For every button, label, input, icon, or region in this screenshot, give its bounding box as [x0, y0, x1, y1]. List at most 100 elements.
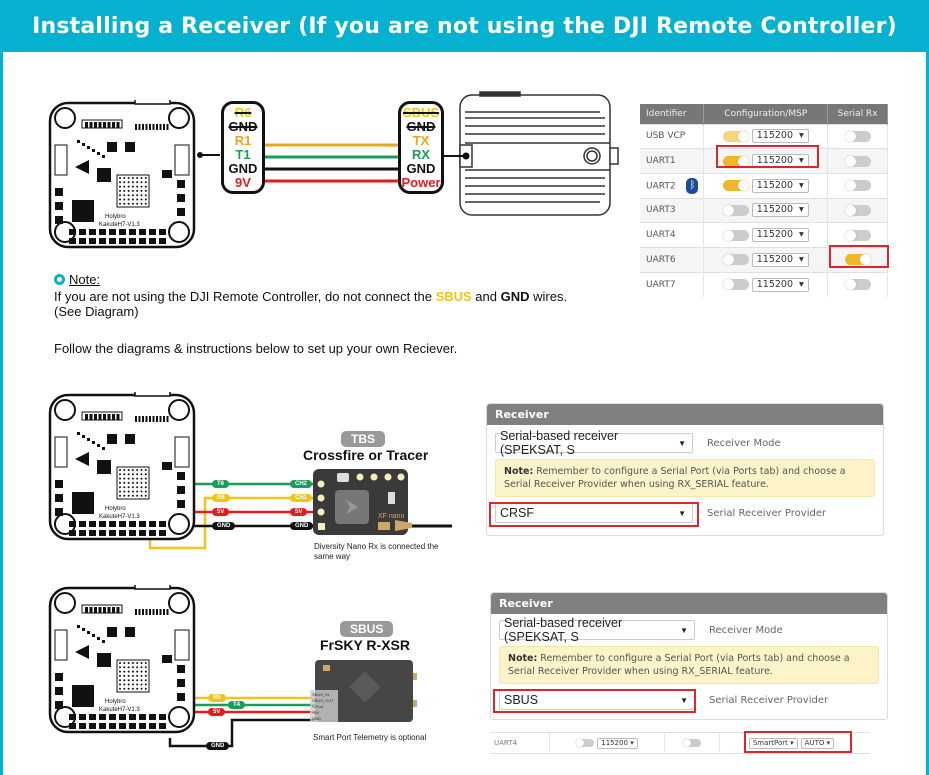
- baud-select[interactable]: 115200 ▾: [751, 178, 809, 193]
- receiver-note: Note: Remember to configure a Serial Por…: [499, 646, 879, 684]
- port-row-uart3: UART3 115200 ▾: [640, 197, 888, 223]
- frsky-wire-label-gnd: GND: [206, 742, 230, 750]
- port-row-uart4: UART4 115200 ▾: [640, 222, 888, 248]
- baud-select[interactable]: 115200 ▾: [751, 129, 809, 144]
- baud-select[interactable]: 115200 ▾: [751, 252, 809, 267]
- note-title: Note:: [69, 272, 101, 287]
- receiver-mode-select[interactable]: Serial-based receiver (SPEKSAT, S▼: [495, 429, 693, 457]
- serial-rx-toggle[interactable]: [844, 254, 871, 266]
- receiver-panel-title: Receiver: [487, 404, 883, 425]
- follow-instructions: Follow the diagrams & instructions below…: [54, 341, 458, 356]
- port-row-uart7: UART7 115200 ▾: [640, 271, 888, 297]
- receiver-mode-select[interactable]: Serial-based receiver (SPEKSAT, S▼: [499, 616, 695, 644]
- svg-text:Holybro: Holybro: [105, 699, 126, 705]
- fc-pin-9v: 9V: [235, 174, 251, 190]
- fc-pin-r6: R6: [234, 104, 252, 120]
- serial-rx-toggle[interactable]: [844, 204, 871, 216]
- svg-text:KakuteH7-V1.3: KakuteH7-V1.3: [99, 514, 140, 520]
- svg-text:KakuteH7-V1.3: KakuteH7-V1.3: [99, 222, 140, 228]
- svg-text:XF nano: XF nano: [378, 513, 405, 520]
- dropdown-arrow-icon: ▼: [678, 438, 686, 448]
- fc-pin-gnd: GND: [228, 160, 258, 176]
- col-configuration-msp: Configuration/MSP: [703, 104, 829, 124]
- port-identifier: UART1: [640, 148, 705, 174]
- col-identifier: Identifier: [640, 104, 705, 124]
- serial-rx-toggle[interactable]: [844, 229, 871, 241]
- receiver-mode-label: Receiver Mode: [709, 624, 783, 636]
- uart4-telemetry-row: UART4 115200 ▾ SmartPort ▾ AUTO ▾: [490, 732, 870, 754]
- highlight-uart6-serial-rx: [829, 245, 889, 268]
- baud-select[interactable]: 115200 ▾: [751, 228, 809, 243]
- fc-pin-gnd: GND: [228, 118, 258, 134]
- svg-text:SBUS_IN: SBUS_IN: [312, 692, 329, 697]
- highlight-crsf-provider: [489, 502, 699, 527]
- highlight-uart1-msp: [716, 145, 819, 168]
- msp-toggle[interactable]: [722, 204, 749, 216]
- air-unit-pin-tx: TX: [412, 132, 430, 148]
- tbs-rx-wire-label-5v: 5V: [290, 508, 308, 516]
- svg-text:Holybro: Holybro: [105, 214, 126, 220]
- msp-toggle[interactable]: [722, 180, 749, 192]
- msp-toggle[interactable]: [722, 229, 749, 241]
- fc-pin-r1: R1: [234, 132, 252, 148]
- note-text: If you are not using the DJI Remote Cont…: [54, 289, 568, 319]
- port-identifier: UART6: [640, 246, 705, 273]
- serial-rx-toggle[interactable]: [844, 180, 871, 192]
- msp-toggle[interactable]: [722, 130, 749, 142]
- msp-toggle[interactable]: [722, 155, 749, 167]
- flight-controller-board-2: Holybro KakuteH7-V1.3: [47, 389, 197, 542]
- flight-controller-board-3: Holybro KakuteH7-V1.3: [47, 582, 197, 735]
- tbs-rx-wire-label-ch1: CH1: [290, 494, 313, 502]
- svg-text:SBUS_OUT: SBUS_OUT: [312, 698, 334, 703]
- tbs-title: Crossfire or Tracer: [303, 447, 429, 463]
- port-identifier: UART3: [640, 197, 705, 223]
- highlight-sbus-provider: [493, 689, 696, 713]
- serial-rx-toggle[interactable]: [844, 279, 871, 291]
- svg-text:+5V: +5V: [312, 710, 320, 715]
- port-identifier: UART7: [640, 271, 705, 297]
- frsky-title: FrSKY R-XSR: [320, 637, 410, 653]
- port-row-uart2: UART2 ᛒ 115200 ▾: [640, 172, 888, 199]
- uart4-msp-toggle[interactable]: [576, 739, 595, 747]
- tbs-fc-wire-label-t6: T6: [212, 480, 230, 488]
- port-identifier: UART4: [640, 222, 705, 248]
- msp-toggle[interactable]: [722, 254, 749, 266]
- uart4-serial-rx-toggle[interactable]: [683, 739, 701, 747]
- uart4-id: UART4: [490, 733, 550, 753]
- page-title: Installing a Receiver (If you are not us…: [32, 13, 897, 39]
- serial-rx-toggle[interactable]: [844, 130, 871, 142]
- uart4-baud-select[interactable]: 115200 ▾: [597, 737, 638, 749]
- frsky-wire-label-t4: T4: [228, 701, 246, 709]
- telemetry-baud-select[interactable]: AUTO ▾: [800, 737, 835, 749]
- frsky-wire-label-5v: 5V: [208, 708, 226, 716]
- port-identifier: UART2 ᛒ: [640, 172, 705, 199]
- dropdown-arrow-icon: ▼: [678, 508, 686, 518]
- info-bullet-icon: [54, 274, 65, 285]
- frsky-rxsr-receiver: SBUS_IN SBUS_OUT S.Port +5V GND: [310, 660, 417, 722]
- port-row-usb-vcp: USB VCP 115200 ▾: [640, 123, 888, 149]
- telemetry-type-select[interactable]: SmartPort ▾: [748, 737, 798, 749]
- page-header: Installing a Receiver (If you are not us…: [0, 0, 929, 52]
- air-unit-pin-rx: RX: [411, 146, 431, 162]
- baud-select[interactable]: 115200 ▾: [751, 203, 809, 218]
- fc-pin-t1: T1: [235, 146, 251, 162]
- highlight-smartport: [744, 731, 852, 753]
- tbs-caption: Diversity Nano Rx is connected the same …: [314, 542, 439, 561]
- flight-controller-board-1: Holybro KakuteH7-V1.3: [47, 97, 197, 250]
- tbs-rx-wire-label-ch2: CH2: [290, 480, 313, 488]
- receiver-mode-label: Receiver Mode: [707, 437, 781, 449]
- note-gnd: GND: [500, 289, 530, 304]
- air-unit-pin-gnd: GND: [406, 118, 436, 134]
- frsky-caption: Smart Port Telemetry is optional: [313, 733, 427, 742]
- tbs-crossfire-receiver: XF nano: [313, 469, 452, 535]
- serial-rx-toggle[interactable]: [844, 155, 871, 167]
- dropdown-arrow-icon: ▼: [680, 695, 688, 705]
- tbs-fc-wire-label-5v: 5V: [212, 508, 230, 516]
- frsky-receiver-panel: Receiver Serial-based receiver (SPEKSAT,…: [490, 592, 888, 720]
- tbs-fc-wire-label-r6: R6: [212, 494, 230, 502]
- tbs-receiver-panel: Receiver Serial-based receiver (SPEKSAT,…: [486, 403, 884, 536]
- baud-select[interactable]: 115200 ▾: [751, 277, 809, 292]
- msp-toggle[interactable]: [722, 279, 749, 291]
